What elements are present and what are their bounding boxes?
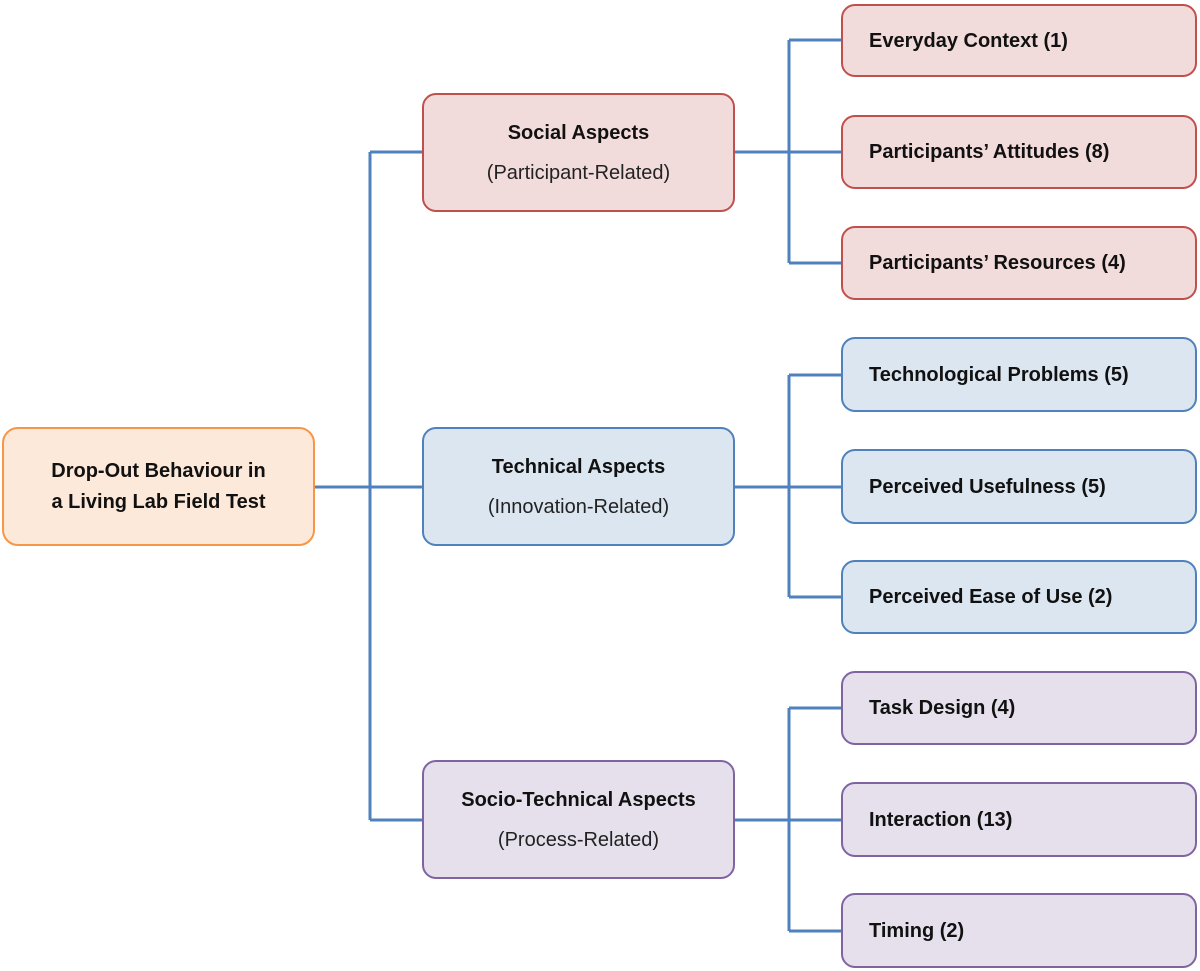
factor-label: Perceived Usefulness (5) [869,475,1106,498]
category-title: Social Aspects [507,121,650,144]
factor-technological-problems: Technological Problems (5) [841,337,1197,412]
factor-label: Timing (2) [869,919,965,942]
category-technical-aspects: Technical Aspects (Innovation-Related) [422,427,735,546]
category-subtitle: (Participant-Related) [486,161,671,184]
factor-perceived-usefulness: Perceived Usefulness (5) [841,449,1197,524]
factor-label: Participants’ Resources (4) [869,252,1126,274]
root-node-drop-out-behaviour: Drop-Out Behaviour in a Living Lab Field… [2,427,315,546]
factor-label: Participants’ Attitudes (8) [869,141,1110,163]
category-title: Socio-Technical Aspects [461,788,696,811]
root-title-line-2: a Living Lab Field Test [51,490,266,513]
factor-task-design: Task Design (4) [841,671,1197,745]
category-subtitle: (Innovation-Related) [487,495,670,518]
factor-label: Technological Problems (5) [869,363,1129,386]
root-title-line-1: Drop-Out Behaviour in [51,459,266,482]
category-subtitle: (Process-Related) [497,828,660,851]
factor-label: Interaction (13) [869,808,1013,831]
factor-label: Task Design (4) [869,697,1016,719]
category-socio-technical-aspects: Socio-Technical Aspects (Process-Related… [422,760,735,879]
category-social-aspects: Social Aspects (Participant-Related) [422,93,735,212]
factor-label: Perceived Ease of Use (2) [869,586,1113,608]
factor-participants-attitudes: Participants’ Attitudes (8) [841,115,1197,189]
factor-everyday-context: Everyday Context (1) [841,4,1197,77]
factor-label: Everyday Context (1) [869,29,1068,52]
category-title: Technical Aspects [491,455,666,478]
factor-participants-resources: Participants’ Resources (4) [841,226,1197,300]
factor-timing: Timing (2) [841,893,1197,968]
factor-interaction: Interaction (13) [841,782,1197,857]
factor-perceived-ease-of-use: Perceived Ease of Use (2) [841,560,1197,634]
